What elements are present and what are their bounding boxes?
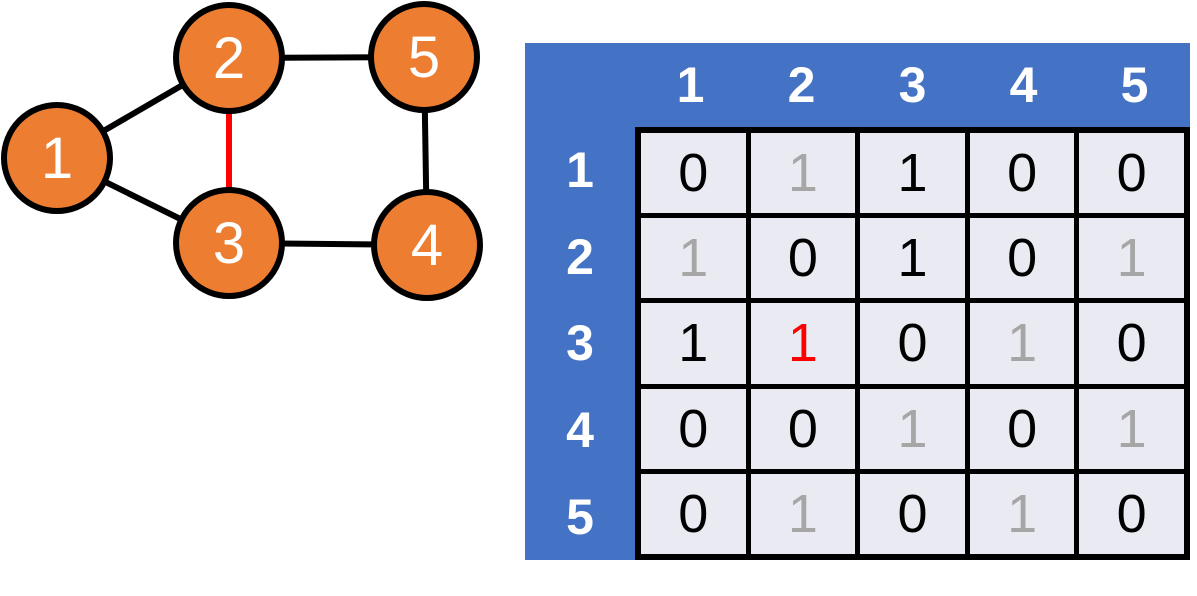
matrix-cell-3-5: 0 bbox=[1079, 303, 1184, 384]
matrix-cell-2-5: 1 bbox=[1079, 218, 1184, 299]
graph-node-2: 2 bbox=[173, 2, 285, 114]
matrix-cell-4-1: 0 bbox=[641, 388, 746, 469]
matrix-cell-5-4: 1 bbox=[969, 473, 1075, 554]
matrix-cell-4-3: 1 bbox=[860, 388, 965, 469]
graph-node-5: 5 bbox=[368, 1, 480, 113]
matrix-cell-1-3: 1 bbox=[860, 133, 965, 214]
matrix-cell-1-2: 1 bbox=[750, 133, 856, 214]
matrix-cell-5-1: 0 bbox=[641, 473, 746, 554]
column-header-4: 4 bbox=[1009, 57, 1038, 113]
graph-node-4: 4 bbox=[371, 189, 483, 301]
matrix-cell-5-5: 0 bbox=[1079, 473, 1184, 554]
column-header-2: 2 bbox=[787, 57, 816, 113]
matrix-cell-3-2: 1 bbox=[750, 303, 856, 384]
matrix-cell-3-3: 0 bbox=[860, 303, 965, 384]
matrix-cell-2-3: 1 bbox=[860, 218, 965, 299]
row-header-1: 1 bbox=[566, 142, 594, 199]
matrix-cell-3-4: 1 bbox=[969, 303, 1075, 384]
node-2-label: 2 bbox=[213, 26, 245, 91]
matrix-cell-4-2: 0 bbox=[750, 388, 856, 469]
node-3-label: 3 bbox=[213, 211, 245, 276]
node-1-circle bbox=[1, 102, 113, 214]
node-3-circle bbox=[173, 187, 285, 299]
matrix-cell-2-4: 0 bbox=[969, 218, 1075, 299]
matrix-cell-1-5: 0 bbox=[1079, 133, 1184, 214]
row-header-5: 5 bbox=[566, 488, 594, 545]
graph-diagram: 1 2 3 4 5 bbox=[1, 1, 483, 301]
graph-node-1: 1 bbox=[1, 102, 113, 214]
matrix-cell-5-2: 1 bbox=[750, 473, 856, 554]
column-header-1: 1 bbox=[676, 57, 705, 113]
node-2-circle bbox=[173, 2, 285, 114]
row-header-3: 3 bbox=[566, 315, 594, 372]
matrix-cell-4-5: 1 bbox=[1079, 388, 1184, 469]
node-1-label: 1 bbox=[41, 126, 73, 191]
node-4-circle bbox=[371, 189, 483, 301]
matrix-cell-2-2: 0 bbox=[750, 218, 856, 299]
matrix-cell-1-1: 0 bbox=[641, 133, 746, 214]
matrix-grid: 0 1 1 0 0 1 0 1 0 1 1 1 0 1 0 0 0 1 0 1 … bbox=[635, 127, 1190, 560]
matrix-cell-4-4: 0 bbox=[969, 388, 1075, 469]
node-4-label: 4 bbox=[411, 213, 443, 278]
node-5-label: 5 bbox=[408, 25, 440, 90]
row-header-4: 4 bbox=[566, 402, 594, 459]
node-5-circle bbox=[368, 1, 480, 113]
matrix-cell-3-1: 1 bbox=[641, 303, 746, 384]
graph-node-3: 3 bbox=[173, 187, 285, 299]
column-header-3: 3 bbox=[898, 57, 927, 113]
adjacency-matrix-panel: 1 2 3 4 5 1 2 3 4 5 0 1 1 0 0 1 0 1 0 1 … bbox=[525, 43, 1190, 560]
matrix-cell-2-1: 1 bbox=[641, 218, 746, 299]
column-header-5: 5 bbox=[1120, 57, 1149, 113]
matrix-column-headers: 1 2 3 4 5 bbox=[635, 43, 1190, 127]
matrix-cell-5-3: 0 bbox=[860, 473, 965, 554]
matrix-row-headers: 1 2 3 4 5 bbox=[525, 127, 635, 560]
row-header-2: 2 bbox=[566, 228, 594, 285]
matrix-cell-1-4: 0 bbox=[969, 133, 1075, 214]
